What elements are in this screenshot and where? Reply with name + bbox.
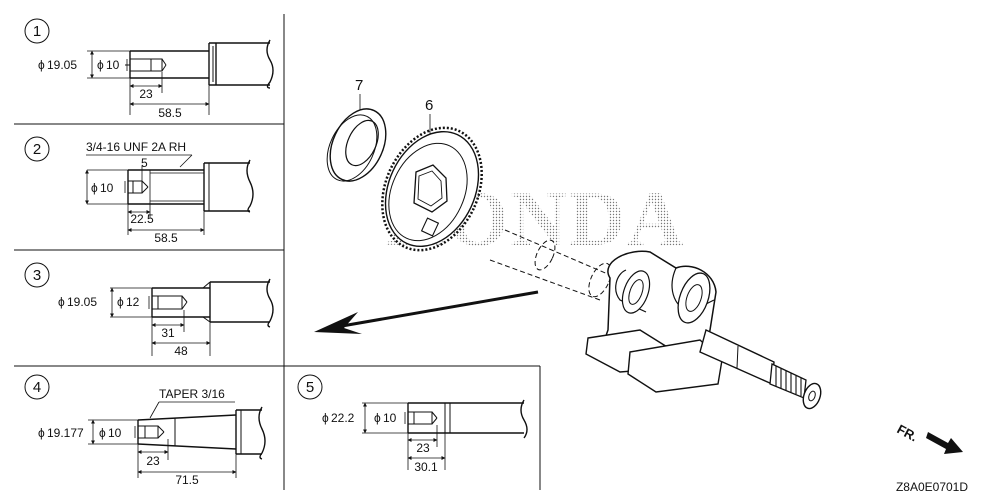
panel-3-number: 3 xyxy=(33,267,41,284)
panel-2-shaft-end xyxy=(127,159,254,213)
panel-5: 5 ϕ 22.2 ϕ 10 23 30.1 xyxy=(297,374,528,474)
panel-5-dim-b: 30.1 xyxy=(414,460,438,474)
panel-1-number: 1 xyxy=(33,23,41,40)
panel-frame xyxy=(14,14,541,490)
panel-5-dia-outer-symbol: ϕ xyxy=(322,411,329,425)
panel-3-dim-b: 48 xyxy=(174,344,188,358)
panel-3-dia-inner-value: 12 xyxy=(126,295,140,309)
panel-3-dia-outer-value: 19.05 xyxy=(67,295,97,309)
panel-1: 1 ϕ 19.05 ϕ 10 xyxy=(24,18,274,120)
callout-7: 7 xyxy=(355,77,363,110)
front-direction-label: FR. xyxy=(895,421,921,444)
crankshaft xyxy=(585,250,822,410)
panel-3-dim-a: 31 xyxy=(161,326,175,340)
callout-7-label: 7 xyxy=(355,77,363,94)
panel-5-dim-a: 23 xyxy=(416,441,430,455)
panel-3-dia-inner-symbol: ϕ xyxy=(117,295,124,309)
panel-1-dim-a: 23 xyxy=(139,87,153,101)
panel-2-dia-value: 10 xyxy=(100,181,114,195)
panel-4-badge xyxy=(24,374,50,400)
panel-4: 4 TAPER 3/16 ϕ 19.177 ϕ 10 xyxy=(24,374,266,487)
panel-3-badge xyxy=(24,262,50,288)
panel-4-dia-outer-symbol: ϕ xyxy=(38,426,45,440)
panel-1-dim-b: 58.5 xyxy=(158,106,182,120)
panel-4-dia-inner-value: 10 xyxy=(108,426,122,440)
panel-5-dia-outer-value: 22.2 xyxy=(331,411,355,425)
drawing-code: Z8A0E0701D xyxy=(896,480,968,494)
panel-5-number: 5 xyxy=(306,379,314,396)
panel-2-dim-a: 5 xyxy=(141,156,148,170)
panel-4-dia-outer-value: 19.177 xyxy=(47,426,84,440)
crankshaft-gear xyxy=(381,126,483,252)
panel-1-shaft-end xyxy=(125,39,274,89)
panel-3-dia-outer-symbol: ϕ xyxy=(58,295,65,309)
panel-4-number: 4 xyxy=(33,379,41,396)
panel-4-dim-a: 23 xyxy=(146,454,160,468)
panel-3-shaft-end xyxy=(151,278,274,328)
panel-2-dim-c: 58.5 xyxy=(154,231,178,245)
panel-2-number: 2 xyxy=(33,141,41,158)
panel-2: 2 3/4-16 UNF 2A RH ϕ 10 xyxy=(24,136,254,245)
panel-2-dim-b: 22.5 xyxy=(130,212,154,226)
thrust-washer xyxy=(326,108,387,182)
front-direction-indicator: FR. xyxy=(895,421,963,454)
panel-5-badge xyxy=(297,374,323,400)
panel-2-dia-symbol: ϕ xyxy=(91,181,98,195)
panel-5-dia-inner-value: 10 xyxy=(383,411,397,425)
panel-5-shaft-end xyxy=(407,399,528,439)
panel-1-badge xyxy=(24,18,50,44)
panel-5-dia-inner-symbol: ϕ xyxy=(374,411,381,425)
panel-1-dia-inner-value: 10 xyxy=(106,58,120,72)
panel-4-dim-b: 71.5 xyxy=(175,473,199,487)
panel-1-dia-outer-value: 19.05 xyxy=(47,58,77,72)
callout-6-label: 6 xyxy=(425,97,433,114)
panel-4-taper-spec: TAPER 3/16 xyxy=(159,387,225,401)
panel-3: 3 ϕ 19.05 ϕ 12 31 48 xyxy=(24,262,274,358)
panel-4-shaft-end xyxy=(137,406,266,460)
front-arrow-icon xyxy=(926,432,963,454)
panel-2-badge xyxy=(24,136,50,162)
panel-1-dia-inner-symbol: ϕ xyxy=(97,58,104,72)
panel-2-thread-spec: 3/4-16 UNF 2A RH xyxy=(86,140,186,154)
panel-4-dia-inner-symbol: ϕ xyxy=(99,426,106,440)
assembly-direction-arrow xyxy=(314,290,539,334)
callout-6: 6 xyxy=(425,97,433,134)
panel-1-dia-outer-symbol: ϕ xyxy=(38,58,45,72)
